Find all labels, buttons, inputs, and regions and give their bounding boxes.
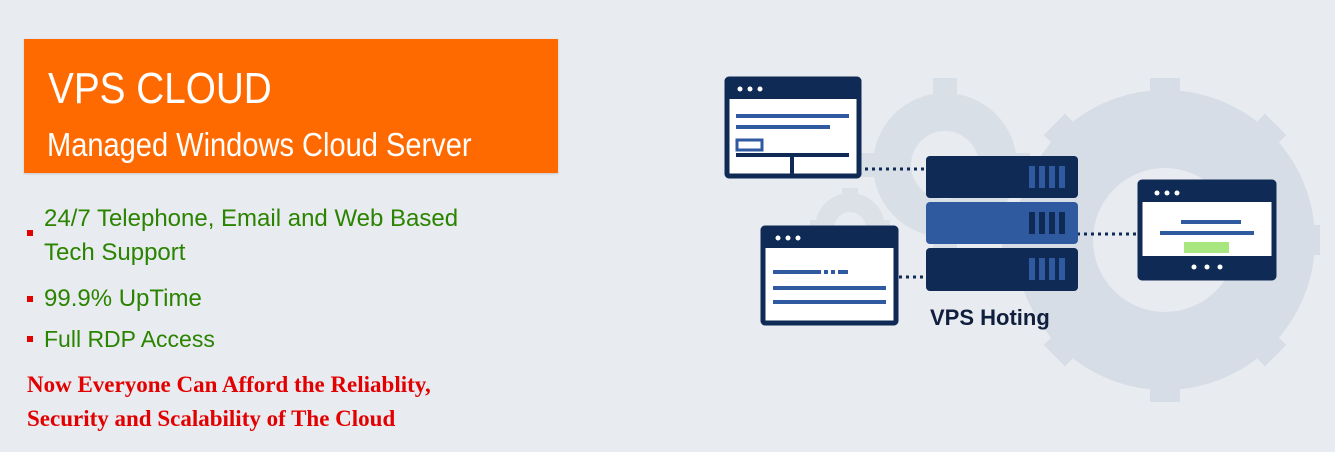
tagline-line-2: Security and Scalability of The Cloud: [27, 406, 396, 431]
browser-window-icon: [724, 76, 862, 179]
vps-hosting-label: VPS Hoting: [930, 305, 1050, 330]
vps-diagram-graphic: [724, 76, 1320, 402]
bullet-icon: [27, 230, 33, 236]
feature-text: 24/7 Telephone, Email and Web Based: [44, 205, 459, 232]
bullet-icon: [27, 296, 33, 302]
title-banner: VPS CLOUD Managed Windows Cloud Server: [24, 39, 558, 173]
vps-diagram: [700, 60, 1320, 420]
server-stack-icon: [926, 156, 1078, 291]
feature-text: 99.9% UpTime: [44, 285, 202, 312]
tagline: Now Everyone Can Afford the Reliablity, …: [27, 368, 431, 436]
bullet-icon: [27, 336, 33, 342]
banner-title: VPS CLOUD: [48, 64, 272, 113]
banner-subtitle: Managed Windows Cloud Server: [47, 126, 472, 163]
tagline-line-1: Now Everyone Can Afford the Reliablity,: [27, 372, 431, 397]
browser-window-icon: [1137, 179, 1277, 281]
feature-text-continued: Tech Support: [44, 239, 186, 266]
browser-window-icon: [760, 225, 899, 326]
feature-text: Full RDP Access: [44, 326, 215, 352]
